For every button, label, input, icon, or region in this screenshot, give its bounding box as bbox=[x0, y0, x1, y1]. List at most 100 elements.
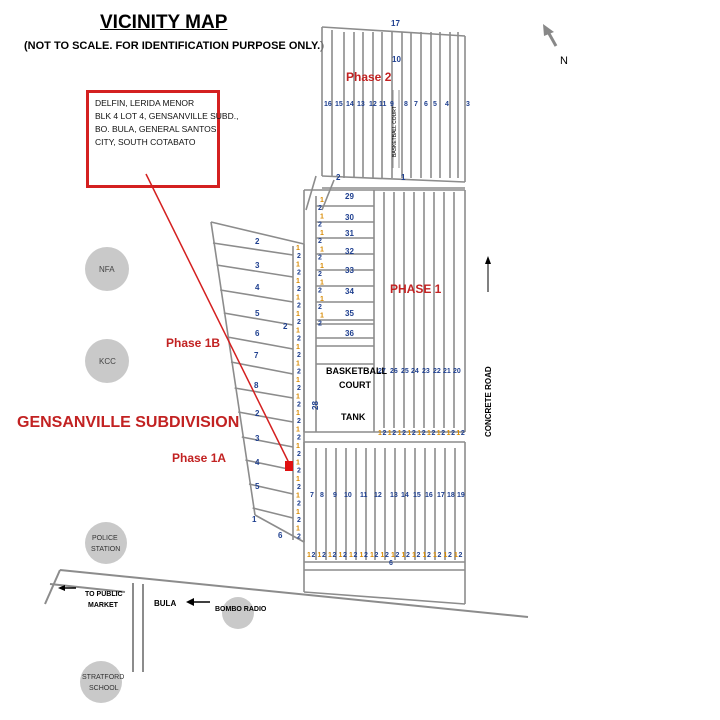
stripe-lot-number: 1 bbox=[412, 552, 416, 559]
map-subtitle: (NOT TO SCALE. FOR IDENTIFICATION PURPOS… bbox=[24, 40, 324, 52]
phase2-lot-number: 3 bbox=[466, 101, 470, 108]
bombo-radio-label: BOMBO RADIO bbox=[215, 606, 267, 613]
stripe-lot-number: 2 bbox=[312, 552, 316, 559]
stripe-lot-number: 1 bbox=[296, 476, 300, 483]
stripe-lot-number: 2 bbox=[333, 552, 337, 559]
phase1b-lot-divider bbox=[220, 289, 294, 303]
stripe-lot-number: 2 bbox=[318, 321, 322, 328]
stripe-lot-number: 2 bbox=[318, 288, 322, 295]
stripe-lot-number: 1 bbox=[381, 552, 385, 559]
bombo-radio-circle bbox=[222, 597, 254, 629]
stripe-lot-number: 2 bbox=[297, 402, 301, 409]
basketball-label-2: COURT bbox=[339, 380, 371, 390]
phase1a-row-lot-number: 7 bbox=[310, 492, 314, 499]
stripe-lot-number: 2 bbox=[412, 430, 416, 437]
stripe-lot-number: 1 bbox=[423, 552, 427, 559]
owner-address-line-1: BLK 4 LOT 4, GENSANVILLE SUBD., bbox=[95, 111, 239, 121]
stripe-lot-number: 1 bbox=[320, 197, 324, 204]
stripe-lot-number: 1 bbox=[407, 430, 411, 437]
phase1b-lot-divider bbox=[223, 312, 294, 326]
stripe-lot-number: 1 bbox=[456, 430, 460, 437]
basketball-label-1: BASKETBALL bbox=[326, 366, 387, 376]
stripe-lot-number: 2 bbox=[422, 430, 426, 437]
stripe-lot-number: 2 bbox=[402, 430, 406, 437]
phase1b-lot-number: 3 bbox=[255, 261, 260, 270]
stripe-lot-number: 2 bbox=[375, 552, 379, 559]
phase1b-left-edge bbox=[210, 221, 256, 516]
stripe-lot-number: 1 bbox=[307, 552, 311, 559]
stripe-lot-number: 1 bbox=[318, 552, 322, 559]
stripe-lot-number: 1 bbox=[296, 328, 300, 335]
block-28-number: 28 bbox=[311, 401, 320, 410]
phase1b-top-edge bbox=[210, 221, 305, 245]
phase2-lot-number: 13 bbox=[357, 101, 365, 108]
stripe-lot-number: 2 bbox=[297, 418, 301, 425]
stripe-lot-number: 2 bbox=[322, 552, 326, 559]
stripe-lot-number: 2 bbox=[297, 468, 301, 475]
phase1b-lot-number: 7 bbox=[254, 351, 259, 360]
block-2-number: 2 bbox=[336, 173, 341, 182]
stripe-lot-number: 1 bbox=[320, 263, 324, 270]
phase2-lot-number: 7 bbox=[414, 101, 418, 108]
stripe-lot-number: 2 bbox=[441, 430, 445, 437]
stripe-lot-number: 1 bbox=[447, 430, 451, 437]
stripe-lot-number: 2 bbox=[318, 205, 322, 212]
phase1a-row-lot-number: 9 bbox=[333, 492, 337, 499]
phase1a-lot-number: 1 bbox=[252, 515, 257, 524]
stripe-lot-number: 1 bbox=[296, 394, 300, 401]
stripe-lot-number: 1 bbox=[433, 552, 437, 559]
stripe-lot-number: 2 bbox=[297, 270, 301, 277]
stripe-lot-number: 2 bbox=[318, 271, 322, 278]
stripe-lot-number: 2 bbox=[432, 430, 436, 437]
stripe-lot-number: 1 bbox=[320, 230, 324, 237]
phase1a-row-lot-number: 17 bbox=[437, 492, 445, 499]
phase-1b-label: Phase 1B bbox=[166, 336, 220, 350]
stripe-lot-number: 1 bbox=[427, 430, 431, 437]
stripe-lot-number: 1 bbox=[296, 361, 300, 368]
stripe-lot-number: 2 bbox=[385, 552, 389, 559]
stripe-lot-number: 2 bbox=[448, 552, 452, 559]
stripe-lot-number: 2 bbox=[364, 552, 368, 559]
phase1a-lot-number: 2 bbox=[255, 409, 260, 418]
phase2-lot-number: 11 bbox=[379, 101, 387, 108]
phase1-row-lot-number: 21 bbox=[443, 368, 451, 375]
stripe-lot-number: 2 bbox=[297, 484, 301, 491]
phase1-side-lot-number: 33 bbox=[345, 266, 354, 275]
stripe-lot-number: 1 bbox=[296, 443, 300, 450]
stripe-lot-number: 1 bbox=[296, 278, 300, 285]
nfa-label: NFA bbox=[99, 265, 115, 274]
phase1a-row-lot-number: 12 bbox=[374, 492, 382, 499]
school-label-2: SCHOOL bbox=[89, 685, 119, 692]
police-label-1: POLICE bbox=[92, 535, 118, 542]
phase1-side-lot-number: 32 bbox=[345, 247, 354, 256]
stripe-lot-number: 2 bbox=[392, 430, 396, 437]
police-station-circle bbox=[85, 522, 127, 564]
kcc-circle bbox=[85, 339, 129, 383]
stripe-lot-number: 2 bbox=[297, 534, 301, 541]
stripe-lot-number: 2 bbox=[297, 303, 301, 310]
phase-2-label: Phase 2 bbox=[346, 70, 392, 84]
phase2-lot-number: 12 bbox=[369, 101, 377, 108]
stripe-lot-number: 2 bbox=[318, 255, 322, 262]
owner-address-line-2: BO. BULA, GENERAL SANTOS bbox=[95, 124, 217, 134]
phase1-row-lot-number: 27 bbox=[378, 368, 386, 375]
phase1-side-lot-number: 35 bbox=[345, 309, 354, 318]
bula-label: BULA bbox=[154, 599, 176, 608]
stripe-lot-number: 2 bbox=[383, 430, 387, 437]
stripe-lot-number: 1 bbox=[349, 552, 353, 559]
stripe-lot-number: 1 bbox=[328, 552, 332, 559]
bula-arrow-icon bbox=[186, 598, 210, 606]
court-label: BASKETBALL COURT bbox=[392, 106, 398, 157]
phase1a-row-lot-number: 14 bbox=[401, 492, 409, 499]
phase1b-lot-number: 8 bbox=[254, 381, 259, 390]
police-label-2: STATION bbox=[91, 546, 120, 553]
stripe-lot-number: 1 bbox=[296, 493, 300, 500]
phase1b-lot-divider bbox=[212, 242, 294, 256]
nfa-circle bbox=[85, 247, 129, 291]
to-public-market-arrow-icon bbox=[58, 585, 76, 591]
phase-1-label: PHASE 1 bbox=[390, 282, 442, 296]
public-market-label-1: TO PUBLIC bbox=[85, 591, 123, 598]
north-label: N bbox=[560, 55, 568, 67]
stripe-lot-number: 1 bbox=[296, 460, 300, 467]
kcc-label: KCC bbox=[99, 357, 116, 366]
